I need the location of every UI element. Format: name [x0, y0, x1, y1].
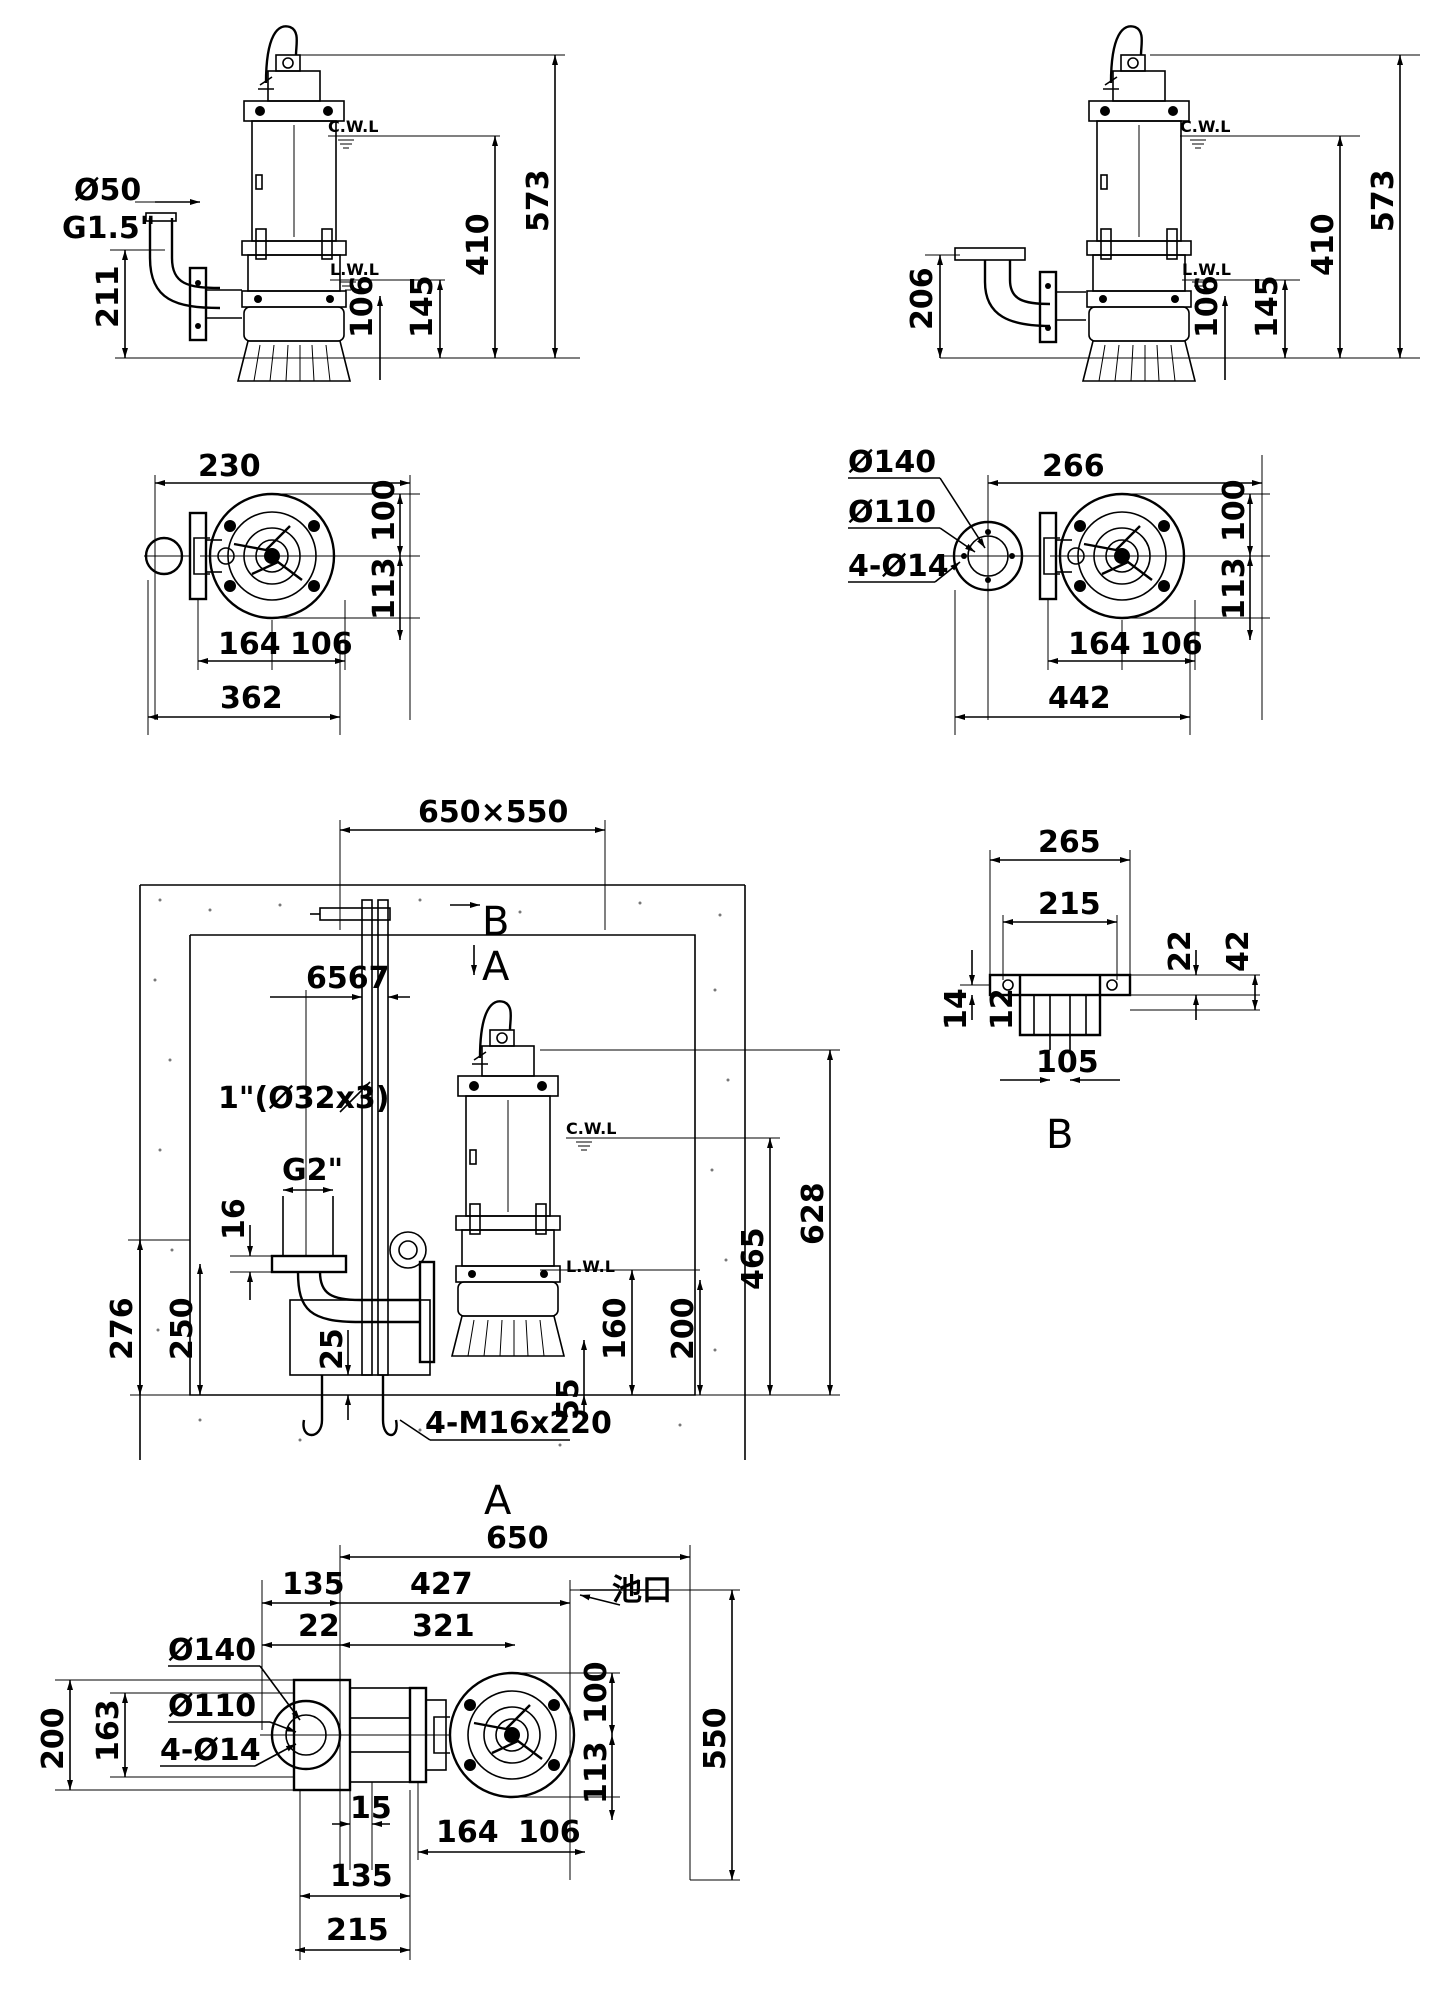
plan-a-w-106: 106 [518, 1815, 581, 1850]
plan-a-h-163: 163 [91, 1699, 126, 1762]
plan1-w-left: 164 [218, 627, 281, 662]
h-bottom-dim: 55 [551, 1378, 586, 1420]
plan2-h-upper: 100 [1217, 479, 1252, 542]
h-lwl-dim-install: 160 [598, 1297, 633, 1360]
h-outlet-top-dim: 276 [105, 1297, 140, 1360]
plan2-h-lower: 113 [1217, 557, 1252, 620]
plan-a-w-215: 215 [326, 1913, 389, 1948]
cwl-label: C.W.L [328, 117, 378, 136]
plan2-bolt-holes: 4-Ø14 [848, 549, 949, 584]
plan2-flange-pcd: Ø110 [848, 495, 936, 530]
plan2-w-top: 266 [1042, 449, 1105, 484]
h-cwl-dim-2: 410 [1306, 213, 1341, 276]
h-pump-dim: 200 [666, 1297, 701, 1360]
plan-a-flange-pcd: Ø110 [168, 1689, 256, 1724]
h-lwl-dim: 145 [405, 275, 440, 338]
plan-a-w-pit: 650 [486, 1521, 549, 1556]
plan-a-h-lower: 113 [579, 1741, 614, 1804]
lwl-label: L.W.L [330, 260, 379, 279]
detail-b-h-large: 42 [1221, 930, 1256, 972]
pit-size-dim: 650×550 [418, 795, 568, 830]
rail-dims: 6567 [306, 961, 390, 996]
anchor-bolts-label: 4-M16x220 [425, 1406, 612, 1441]
outlet-thread-label: G2" [282, 1153, 343, 1188]
detail-b-t-left: 14 [939, 988, 974, 1030]
detail-b-w-slot: 105 [1036, 1045, 1099, 1080]
plan-a-h-200: 200 [36, 1707, 71, 1770]
mark-b: B [482, 899, 509, 945]
lwl-label-install: L.W.L [566, 1257, 615, 1276]
detail-b: 265 215 22 42 14 12 105 B [939, 825, 1260, 1158]
view1-elevation: C.W.L L.W.L Ø50 G1.5" 211 106 145 410 57… [62, 25, 580, 383]
plan-a-w-15: 15 [350, 1791, 392, 1826]
plan-a-label: A [484, 1478, 512, 1524]
flange-thk-dim: 16 [217, 1198, 252, 1240]
detail-b-w-inner: 215 [1038, 887, 1101, 922]
h-outlet-dim: 211 [91, 265, 126, 328]
plan-a-w-321: 321 [412, 1609, 475, 1644]
view2-elevation: C.W.L L.W.L 206 106 145 410 573 [905, 25, 1420, 383]
h-total-dim-install: 628 [796, 1182, 831, 1245]
h-outlet-dim-2: 206 [905, 267, 940, 330]
plan2-w-right: 106 [1140, 627, 1203, 662]
cwl-label-2: C.W.L [1180, 117, 1230, 136]
plan-a-w-135b: 135 [330, 1859, 393, 1894]
plan1-h-lower: 113 [367, 557, 402, 620]
h-base-plate-dim: 25 [315, 1328, 350, 1370]
h-cwl-dim-install: 465 [736, 1227, 771, 1290]
plan-a-w-135: 135 [282, 1567, 345, 1602]
plan-a-h-pit: 550 [698, 1707, 733, 1770]
mark-a: A [482, 944, 510, 990]
plan1-h-upper: 100 [367, 479, 402, 542]
pipe-thread-label: G1.5" [62, 211, 155, 246]
plan1-w-right: 106 [290, 627, 353, 662]
plan-a-h-upper: 100 [579, 1661, 614, 1724]
h-lwl-dim-2: 145 [1250, 275, 1285, 338]
plan-a-w-22: 22 [298, 1609, 340, 1644]
installation-elevation: B A 650×550 6567 1"(Ø32x3) G2" 16 276 25… [105, 795, 840, 1460]
plan1-w-total: 362 [220, 681, 283, 716]
rail-pipe-label: 1"(Ø32x3) [218, 1081, 389, 1116]
pipe-dia-label: Ø50 [74, 173, 141, 208]
plan2-flange-od: Ø140 [848, 445, 936, 480]
h-outlet-dim: 250 [165, 1297, 200, 1360]
plan-a-w-164: 164 [436, 1815, 499, 1850]
detail-b-h-small: 22 [1163, 930, 1198, 972]
plan2-view: Ø140 Ø110 4-Ø14 266 100 113 164 106 442 [848, 445, 1270, 735]
plan-a-bolt-holes: 4-Ø14 [160, 1733, 261, 1768]
detail-b-w-outer: 265 [1038, 825, 1101, 860]
h-base-dim-2: 106 [1190, 275, 1225, 338]
plan2-w-left: 164 [1068, 627, 1131, 662]
h-base-dim: 106 [345, 275, 380, 338]
lwl-label-2: L.W.L [1182, 260, 1231, 279]
plan-a-w-427: 427 [410, 1567, 473, 1602]
plan2-w-total: 442 [1048, 681, 1111, 716]
detail-b-label: B [1046, 1112, 1073, 1158]
plan1-view: 230 100 113 164 106 362 [144, 449, 420, 735]
h-cwl-dim: 410 [461, 213, 496, 276]
plan-a: A 650 135 427 池口 22 321 Ø140 [36, 1478, 740, 1960]
cwl-label-install: C.W.L [566, 1119, 616, 1138]
plan1-w-top: 230 [198, 449, 261, 484]
h-total-dim: 573 [521, 169, 556, 232]
detail-b-t-left2: 12 [985, 988, 1020, 1030]
h-total-dim-2: 573 [1366, 169, 1401, 232]
plan-a-flange-od: Ø140 [168, 1633, 256, 1668]
concrete-hatch [153, 898, 730, 1447]
